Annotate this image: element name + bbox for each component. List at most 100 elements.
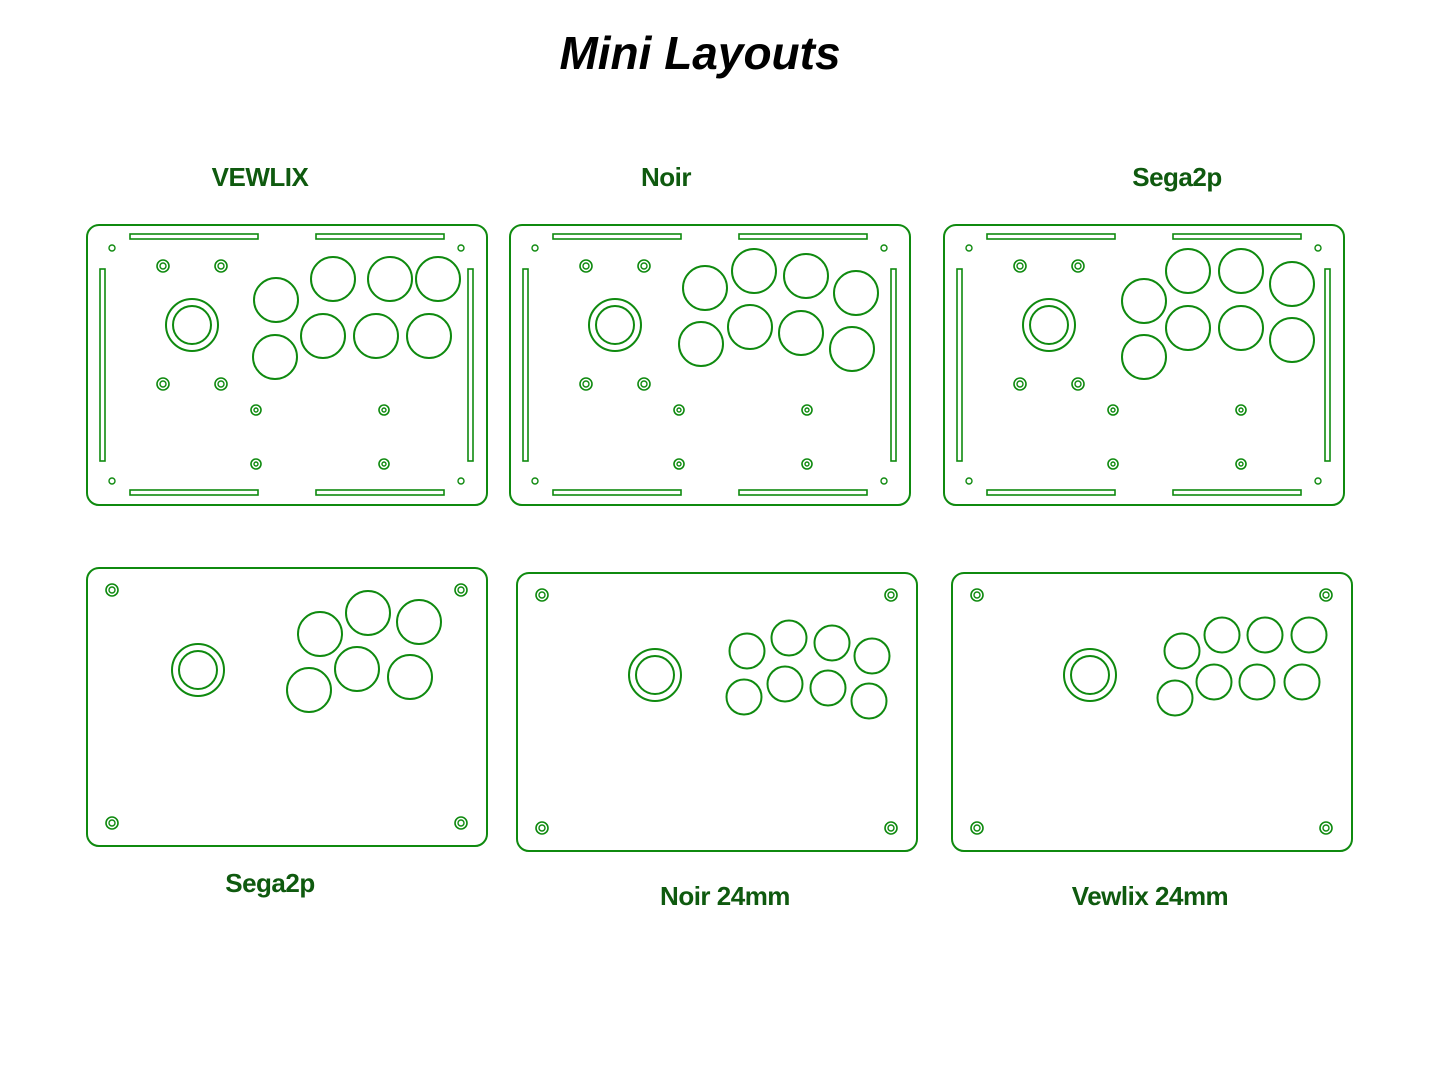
sega2p-standoff-1-inner <box>1110 407 1116 413</box>
vewlix-button-8 <box>406 313 452 359</box>
noir-24mm-button-5 <box>725 678 763 716</box>
vewlix-button-2 <box>310 256 356 302</box>
noir-24mm-outline <box>516 572 918 852</box>
sega2p-corner-hole-bl <box>965 477 973 485</box>
noir-button-3 <box>783 253 829 299</box>
vewlix-standoff-1-outer <box>250 404 262 416</box>
noir-lever-screw-1-inner <box>582 262 590 270</box>
noir-button-8 <box>829 326 875 372</box>
vewlix-button-6 <box>300 313 346 359</box>
sega2p-simple-corner-screw-tl-inner <box>108 586 116 594</box>
noir-standoff-2-inner <box>804 407 810 413</box>
noir-24mm-corner-screw-tl-outer <box>535 588 549 602</box>
noir-lever-screw-2-outer <box>637 259 651 273</box>
sega2p-corner-hole-tl <box>965 244 973 252</box>
sega2p-lever-screw-3-outer <box>1013 377 1027 391</box>
vewlix-slot-left <box>99 268 106 462</box>
vewlix-24mm-button-7 <box>1238 663 1276 701</box>
vewlix-24mm-corner-screw-bl-outer <box>970 821 984 835</box>
noir-slot-bottom-right <box>738 489 868 496</box>
sega2p-simple-corner-screw-bl-outer <box>105 816 119 830</box>
sega2p-simple-outline <box>86 567 488 847</box>
panel-label-noir: Noir <box>641 162 692 192</box>
sega2p-simple-corner-screw-br-outer <box>454 816 468 830</box>
noir-slot-top-right <box>738 233 868 240</box>
noir-slot-left <box>522 268 529 462</box>
sega2p-standoff-3-outer <box>1107 458 1119 470</box>
noir-slot-bottom-left <box>552 489 682 496</box>
vewlix-24mm-button-6 <box>1195 663 1233 701</box>
vewlix-24mm-corner-screw-tl-outer <box>970 588 984 602</box>
noir-24mm-button-7 <box>809 669 847 707</box>
vewlix-slot-top-left <box>129 233 259 240</box>
noir-24mm-corner-screw-tr-outer <box>884 588 898 602</box>
vewlix-button-1 <box>253 277 299 323</box>
noir-button-6 <box>727 304 773 350</box>
vewlix-slot-bottom-left <box>129 489 259 496</box>
vewlix-button-5 <box>252 334 298 380</box>
sega2p-simple-corner-screw-tr-outer <box>454 583 468 597</box>
vewlix-standoff-1-inner <box>253 407 259 413</box>
sega2p-standoff-2-inner <box>1238 407 1244 413</box>
sega2p-lever-screw-4-outer <box>1071 377 1085 391</box>
vewlix-24mm-button-4 <box>1290 616 1328 654</box>
sega2p-lever-hole-inner <box>1029 305 1069 345</box>
vewlix-24mm-button-5 <box>1156 679 1194 717</box>
vewlix-24mm-corner-screw-tl-inner <box>973 591 981 599</box>
sega2p-slot-bottom-left <box>986 489 1116 496</box>
sega2p-standoff-2-outer <box>1235 404 1247 416</box>
vewlix-24mm-corner-screw-tr-inner <box>1322 591 1330 599</box>
sega2p-button-2 <box>1165 248 1211 294</box>
sega2p-slot-right <box>1324 268 1331 462</box>
noir-standoff-3-inner <box>676 461 682 467</box>
panel-label-sega2p: Sega2p <box>1132 162 1222 192</box>
sega2p-simple-button-1 <box>297 611 343 657</box>
sega2p-lever-screw-4-inner <box>1074 380 1082 388</box>
sega2p-standoff-1-outer <box>1107 404 1119 416</box>
sega2p-simple-corner-screw-tr-inner <box>457 586 465 594</box>
noir-plate <box>509 224 911 506</box>
noir-corner-hole-br <box>880 477 888 485</box>
noir-outline <box>509 224 911 506</box>
sega2p-button-4 <box>1269 261 1315 307</box>
panel-label-sega2p-simple: Sega2p <box>225 868 315 898</box>
noir-24mm-corner-screw-bl-inner <box>538 824 546 832</box>
noir-lever-screw-2-inner <box>640 262 648 270</box>
sega2p-standoff-3-inner <box>1110 461 1116 467</box>
vewlix-standoff-4-outer <box>378 458 390 470</box>
noir-24mm-button-8 <box>850 682 888 720</box>
noir-standoff-4-outer <box>801 458 813 470</box>
sega2p-button-8 <box>1269 317 1315 363</box>
noir-corner-hole-tr <box>880 244 888 252</box>
noir-24mm-lever-hole-inner <box>635 655 675 695</box>
noir-24mm-button-2 <box>770 619 808 657</box>
vewlix-lever-screw-4-outer <box>214 377 228 391</box>
vewlix-standoff-3-inner <box>253 461 259 467</box>
sega2p-simple-button-5 <box>334 646 380 692</box>
vewlix-standoff-4-inner <box>381 461 387 467</box>
vewlix-24mm-corner-screw-br-outer <box>1319 821 1333 835</box>
vewlix-24mm-corner-screw-tr-outer <box>1319 588 1333 602</box>
noir-standoff-4-inner <box>804 461 810 467</box>
sega2p-simple-button-4 <box>286 667 332 713</box>
vewlix-24mm-button-2 <box>1203 616 1241 654</box>
vewlix-slot-bottom-right <box>315 489 445 496</box>
panel-label-vewlix: VEWLIX <box>211 162 309 192</box>
vewlix-lever-screw-3-inner <box>159 380 167 388</box>
vewlix-24mm-corner-screw-br-inner <box>1322 824 1330 832</box>
vewlix-24mm-button-3 <box>1246 616 1284 654</box>
sega2p-button-6 <box>1165 305 1211 351</box>
vewlix-24mm-lever-hole-outer <box>1063 648 1117 702</box>
vewlix-slot-top-right <box>315 233 445 240</box>
noir-24mm-corner-screw-bl-outer <box>535 821 549 835</box>
vewlix-button-7 <box>353 313 399 359</box>
noir-24mm-button-4 <box>853 637 891 675</box>
noir-standoff-1-outer <box>673 404 685 416</box>
vewlix-button-3 <box>367 256 413 302</box>
vewlix-lever-screw-1-inner <box>159 262 167 270</box>
sega2p-slot-bottom-right <box>1172 489 1302 496</box>
vewlix-lever-screw-2-inner <box>217 262 225 270</box>
sega2p-standoff-4-outer <box>1235 458 1247 470</box>
noir-lever-screw-4-outer <box>637 377 651 391</box>
